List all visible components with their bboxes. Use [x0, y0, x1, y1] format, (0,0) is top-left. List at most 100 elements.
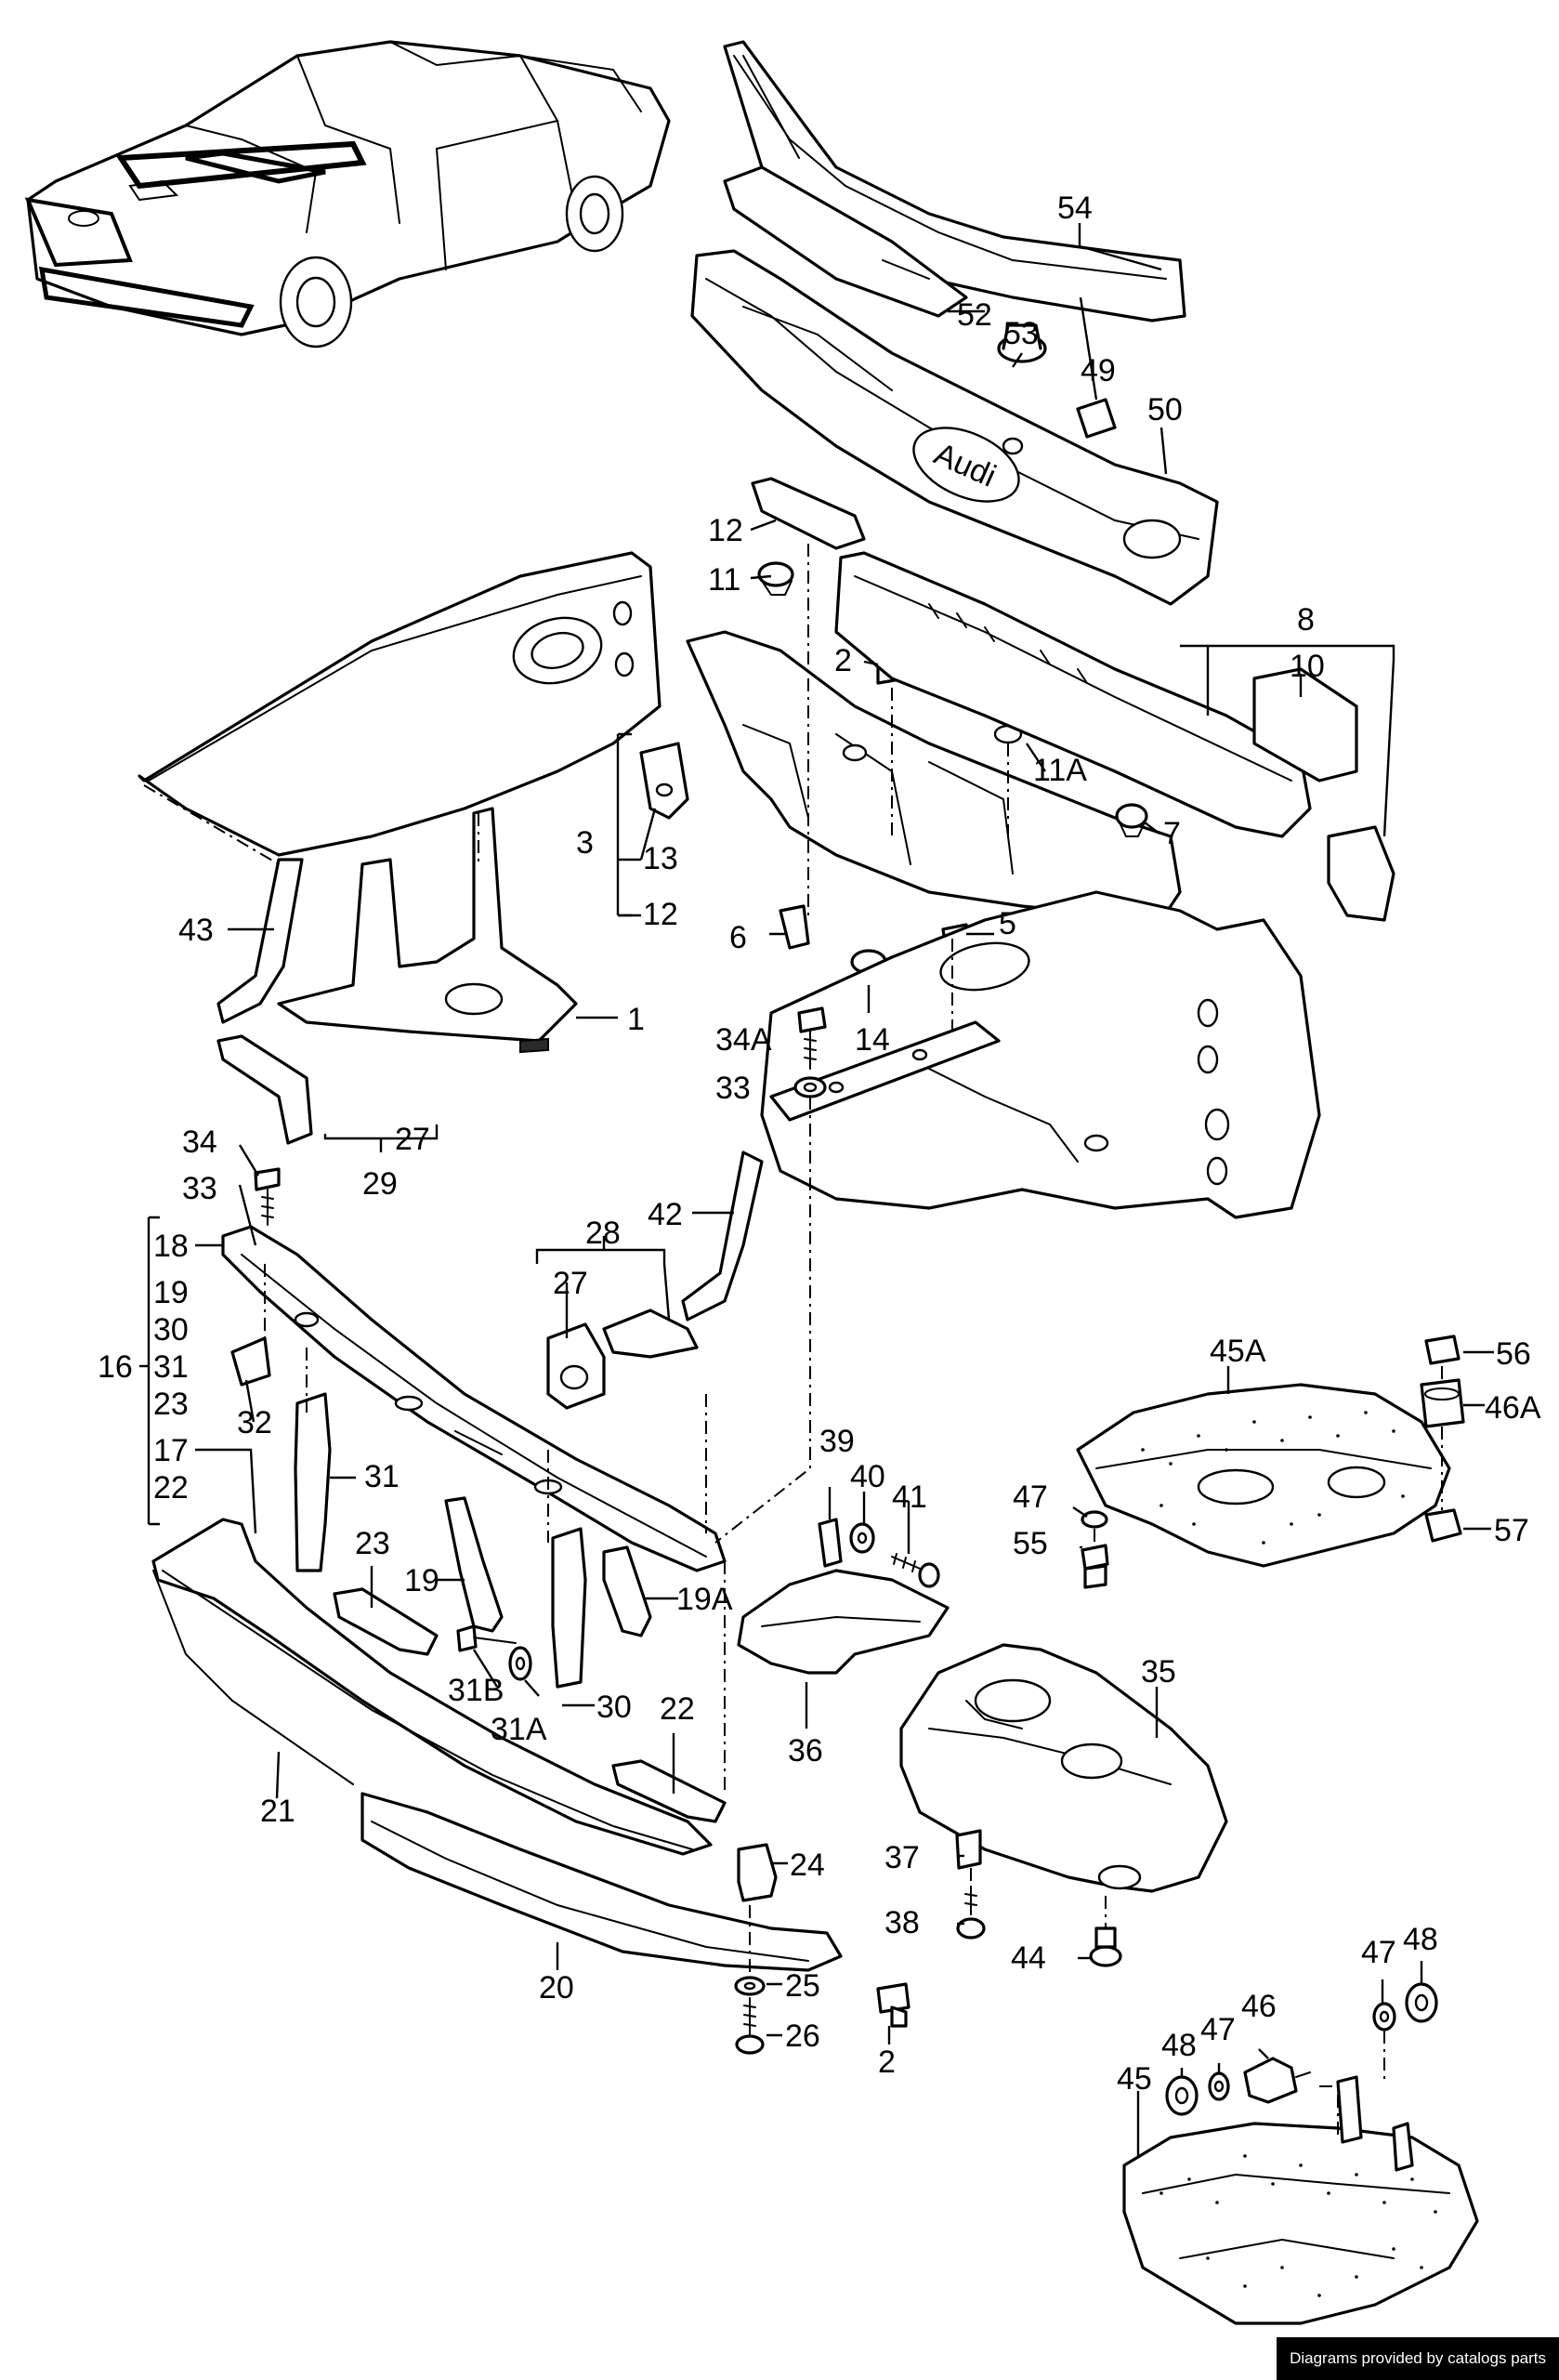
callout-1: 1 — [627, 1002, 645, 1037]
callout-46: 46 — [1241, 1989, 1277, 2024]
part-35-engine-undertray — [899, 1643, 1228, 1893]
callout-42: 42 — [648, 1197, 683, 1232]
callout-30-list: 30 — [153, 1312, 189, 1348]
part-47-washer-left — [1208, 2071, 1230, 2101]
callout-18: 18 — [153, 1229, 189, 1264]
callout-35: 35 — [1141, 1654, 1176, 1690]
part-31-guide — [294, 1392, 332, 1572]
callout-47-upper: 47 — [1013, 1479, 1048, 1515]
callout-48-right: 48 — [1403, 1922, 1438, 1957]
part-38-screw — [956, 1886, 986, 1940]
callout-22-list: 22 — [153, 1470, 189, 1506]
callout-19-list: 19 — [153, 1275, 189, 1310]
callout-26: 26 — [785, 2018, 820, 2054]
bulkhead-panel — [686, 630, 1182, 922]
callout-33-left: 33 — [182, 1171, 217, 1206]
part-45-undertray — [1122, 2075, 1479, 2325]
callout-27-right: 27 — [553, 1266, 588, 1301]
part-8-10-cowl-crossmember — [834, 551, 1395, 922]
part-27-mount-block — [546, 1308, 699, 1410]
callout-54: 54 — [1057, 191, 1093, 226]
part-20-bumper-cover — [360, 1792, 843, 1972]
part-34A-bolt — [797, 1006, 827, 1070]
callout-7: 7 — [1163, 816, 1181, 851]
callout-40: 40 — [850, 1459, 885, 1494]
callout-13: 13 — [643, 841, 678, 876]
callout-34A: 34A — [715, 1022, 772, 1058]
callout-25: 25 — [785, 1968, 820, 2004]
part-19-bracket — [444, 1496, 504, 1633]
callout-24: 24 — [790, 1847, 825, 1883]
callout-10: 10 — [1290, 649, 1325, 684]
callout-45: 45 — [1117, 2061, 1152, 2097]
callout-11: 11 — [708, 562, 740, 598]
callout-31A: 31A — [491, 1712, 547, 1747]
callout-41: 41 — [892, 1479, 927, 1515]
part-40-washer — [849, 1522, 875, 1554]
callout-57: 57 — [1494, 1513, 1529, 1548]
callout-43: 43 — [178, 913, 214, 948]
part-1-battery-tray — [277, 807, 578, 1054]
callout-3: 3 — [576, 825, 594, 861]
part-48-nut-right — [1405, 1982, 1438, 2023]
part-23-bracket — [333, 1587, 439, 1656]
callout-labels: 54 52 53 49 50 12 11 2 11A 8 10 7 3 13 1… — [98, 191, 1541, 2097]
callout-37: 37 — [884, 1840, 920, 1875]
part-46A-mount — [1420, 1378, 1465, 1428]
part-19A-bracket — [602, 1545, 652, 1637]
car-overview-illustration — [24, 40, 671, 348]
part-31A-washer — [508, 1646, 532, 1681]
part-48-nut-left — [1165, 2075, 1199, 2116]
part-45A-undertray — [1076, 1383, 1451, 1568]
callout-49: 49 — [1081, 353, 1116, 388]
source-credit: Diagrams provided by catalogs parts — [1277, 2337, 1559, 2380]
crossmember-34A-plate — [769, 1020, 1001, 1122]
callout-33-right: 33 — [715, 1071, 751, 1106]
callout-56: 56 — [1496, 1336, 1531, 1372]
callout-31-list: 31 — [153, 1349, 189, 1385]
part-54-cowl-strip — [723, 40, 1186, 322]
callout-47-right: 47 — [1361, 1935, 1396, 1970]
part-6-clip — [779, 904, 810, 950]
callout-14: 14 — [855, 1022, 890, 1058]
part-53-cap — [997, 323, 1047, 363]
callout-38: 38 — [884, 1905, 920, 1940]
part-12-bracket — [751, 477, 866, 550]
callout-12-upper: 12 — [708, 513, 743, 548]
part-41-screw — [891, 1553, 940, 1588]
callout-29: 29 — [362, 1166, 398, 1202]
callout-28: 28 — [585, 1216, 621, 1251]
callout-53: 53 — [1003, 316, 1039, 351]
callout-12-lower: 12 — [643, 897, 678, 932]
part-31B-bolt — [456, 1624, 517, 1652]
part-22-bracket — [611, 1759, 727, 1823]
part-24-nut-clip — [737, 1843, 778, 1902]
callout-36: 36 — [788, 1733, 823, 1769]
part-46-mount — [1243, 2057, 1311, 2104]
callout-34: 34 — [182, 1124, 217, 1160]
part-45A-texture — [1141, 1411, 1405, 1545]
callout-22: 22 — [660, 1691, 695, 1727]
callout-50: 50 — [1147, 392, 1183, 427]
part-7-grommet — [1115, 803, 1148, 837]
callout-48-left: 48 — [1161, 2028, 1197, 2063]
callout-19: 19 — [404, 1563, 439, 1598]
right-wheelhouse-structure — [760, 890, 1321, 1219]
part-25-washer — [734, 1976, 766, 1996]
callout-31: 31 — [364, 1459, 400, 1494]
part-37-clip — [955, 1829, 982, 1870]
callout-6: 6 — [729, 920, 747, 955]
callout-52: 52 — [957, 297, 992, 333]
part-33-washer-right — [793, 1076, 827, 1098]
part-11-grommet — [757, 561, 794, 596]
part-47-washer — [1081, 1510, 1108, 1529]
callout-16: 16 — [98, 1349, 133, 1385]
callout-47-left: 47 — [1200, 2012, 1236, 2047]
part-21-spoiler — [151, 1518, 713, 1856]
part-32-latch — [230, 1336, 271, 1387]
leader-lines — [139, 223, 1494, 2156]
part-43-pillar — [216, 858, 304, 1024]
part-36-splash-shield — [737, 1569, 950, 1675]
callout-39: 39 — [819, 1424, 855, 1459]
